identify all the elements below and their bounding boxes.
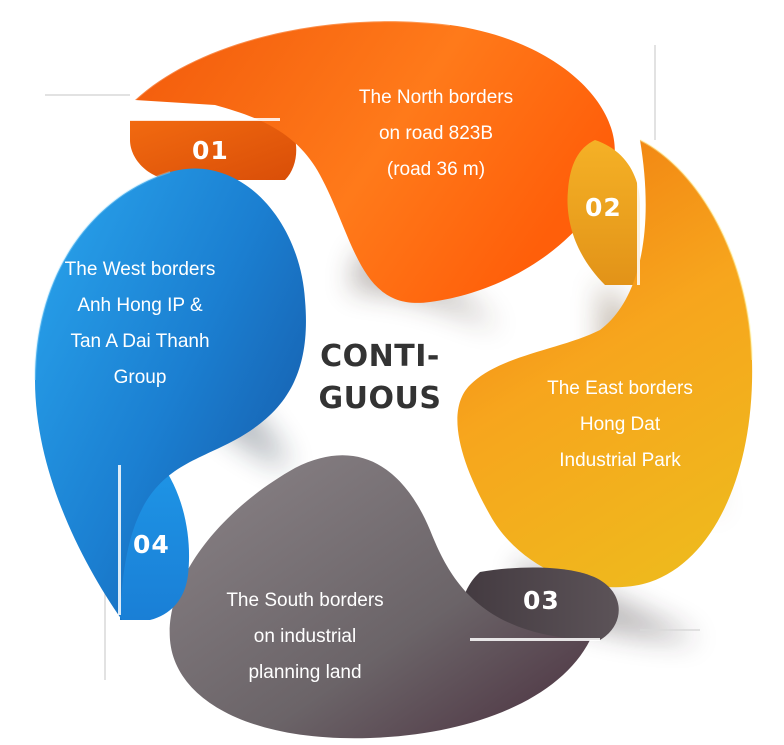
petal-south [169, 455, 590, 739]
segment-text-line: on industrial [253, 626, 357, 647]
fold-strips [118, 118, 640, 641]
segment-text-south: The South borders on industrial planning… [195, 583, 415, 691]
segment-text-line: Tan A Dai Thanh [70, 331, 210, 352]
segment-text-line: Group [113, 367, 167, 388]
center-title-line-1: CONTI- [320, 339, 440, 374]
petal-west-highlight [34, 171, 171, 381]
segment-text-line: Hong Dat [579, 414, 661, 435]
center-title: CONTI- GUOUS [300, 336, 460, 420]
segment-text-north: The North borders on road 823B (road 36 … [336, 80, 536, 188]
segment-text-line: (road 36 m) [386, 159, 486, 180]
petal-north-highlight [134, 20, 451, 101]
segment-number-01: 01 [192, 136, 229, 165]
segment-text-line: Industrial Park [559, 450, 681, 471]
petal-east [457, 140, 753, 588]
segment-text-line: Anh Hong IP & [77, 295, 203, 316]
tab-01 [130, 120, 297, 180]
tab-02 [567, 140, 640, 285]
segment-text-east: The East borders Hong Dat Industrial Par… [520, 371, 720, 479]
petal-north [135, 21, 615, 303]
segment-number-02: 02 [585, 193, 622, 222]
petal-east-highlight [639, 139, 753, 361]
segment-text-line: planning land [248, 662, 362, 683]
petal-west [35, 168, 306, 620]
segment-text-line: on road 823B [378, 123, 494, 144]
segment-text-west: The West borders Anh Hong IP & Tan A Dai… [30, 252, 250, 396]
segment-text-line: The East borders [547, 378, 693, 399]
segment-text-line: The North borders [358, 87, 514, 108]
segment-text-line: The West borders [64, 259, 216, 280]
segment-text-line: The South borders [226, 590, 384, 611]
segment-number-03: 03 [523, 586, 560, 615]
frame-lines [45, 45, 700, 680]
center-title-line-2: GUOUS [318, 381, 442, 416]
segment-number-04: 04 [133, 530, 170, 559]
